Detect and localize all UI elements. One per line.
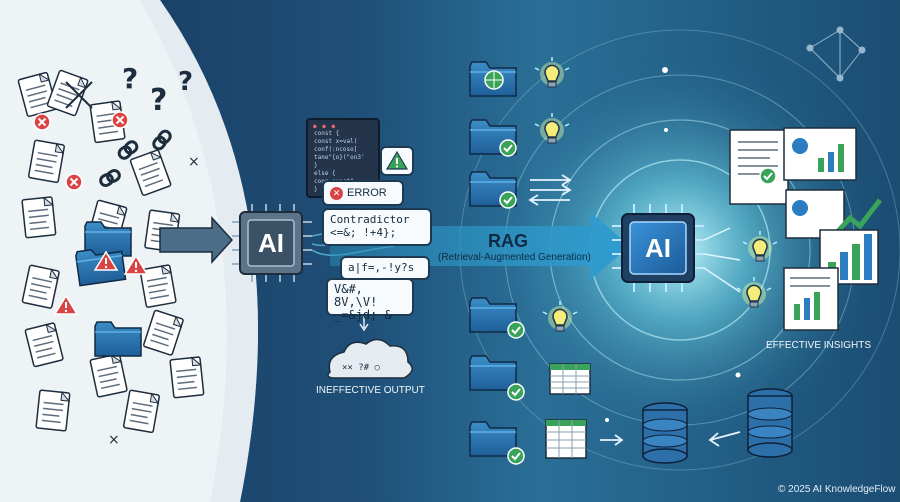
error-icon: ✕ xyxy=(330,186,343,200)
rag-title: RAG xyxy=(488,231,528,251)
ineffective-output-label: INEFFECTIVE OUTPUT xyxy=(316,385,425,396)
svg-text:?: ? xyxy=(150,83,167,118)
window-dots-icon: ● ● ● xyxy=(313,123,337,130)
ai-chip-right-graphic xyxy=(612,204,704,292)
warning-bubble xyxy=(380,146,414,176)
code-line: const x=val( xyxy=(314,138,358,145)
code-line: } xyxy=(314,186,318,193)
code-line: const { xyxy=(314,130,340,137)
code-line: } xyxy=(314,162,318,169)
ai-chip-right-label: AI xyxy=(645,232,671,263)
error-label: ERROR xyxy=(347,186,387,199)
garbage-cloud-graphic: ×× ?# ○ xyxy=(327,338,413,379)
svg-text:×: × xyxy=(108,432,120,448)
garbled-bubble-2: V&#, 8V,\V! _=&jd; & xyxy=(326,278,414,322)
error-bubble: ✕ ERROR xyxy=(322,180,404,206)
code-line: else { xyxy=(314,170,336,177)
ai-chip-left-graphic xyxy=(232,204,312,282)
database-stack-right xyxy=(747,388,793,458)
rag-subtitle: (Retrieval-Augmented Generation) xyxy=(438,252,591,263)
retrieval-sources xyxy=(469,56,741,465)
contradiction-bubble: Contradictor <=&; !+4}; xyxy=(322,208,432,246)
svg-text:?: ? xyxy=(178,67,193,97)
contradiction-line: <=&; !+4}; xyxy=(330,226,397,239)
garbled-bubble-1: a|f=,-!y?s xyxy=(340,256,430,280)
arrow-to-ai xyxy=(159,216,234,264)
ai-chip-left-label: AI xyxy=(258,227,284,258)
code-line: conf(:ncoso] xyxy=(314,146,358,153)
svg-text:?: ? xyxy=(122,62,138,95)
garbled-text: a|f=,-!y?s xyxy=(348,261,415,274)
garbled-line: _=&jd; & xyxy=(334,308,392,322)
garbled-line: V&#, 8V,\V! xyxy=(334,282,378,309)
insights-graphics xyxy=(729,26,882,331)
contradiction-line: Contradictor xyxy=(330,213,410,226)
warning-icon xyxy=(385,150,409,170)
code-line: tane"{o}("on3' xyxy=(314,154,365,161)
database-stack-center xyxy=(642,402,688,464)
effective-insights-label: EFFECTIVE INSIGHTS xyxy=(766,340,872,351)
svg-text:×: × xyxy=(188,154,200,170)
svg-text:×× ?# ○: ×× ?# ○ xyxy=(342,363,381,373)
copyright-text: © 2025 AI KnowledgeFlow xyxy=(778,484,896,495)
